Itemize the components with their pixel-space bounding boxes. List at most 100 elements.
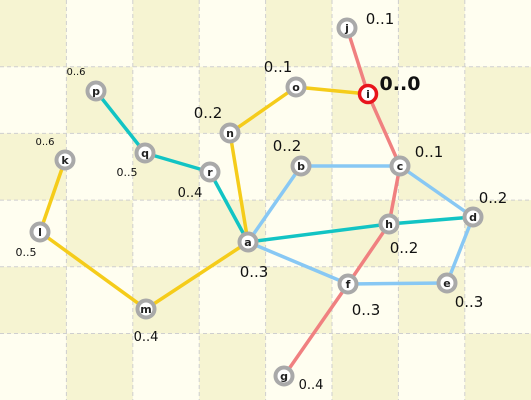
edge-h-d[interactable] [387,215,475,226]
node-j[interactable]: j [336,17,358,39]
node-value-d: 0..2 [479,189,508,207]
node-d[interactable]: d [462,206,484,228]
node-value-h: 0..2 [390,239,419,257]
node-circle [462,206,484,228]
node-letter: c [397,160,404,173]
node-circle [285,76,307,98]
node-value-j: 0..1 [366,10,395,28]
node-circle [336,17,358,39]
node-value-o: 0..1 [264,58,293,76]
grid-cell [332,333,399,400]
edge-i-c[interactable] [366,92,402,168]
edge-q-r[interactable] [143,151,212,174]
node-value-f: 0..3 [352,301,381,319]
edge-a-h[interactable] [246,222,391,244]
node-circle [337,273,359,295]
node-circle [29,221,51,243]
node-value-m: 0..4 [134,330,159,345]
node-value-g: 0..4 [299,378,324,393]
node-n[interactable]: n [219,122,241,144]
node-g[interactable]: g [273,365,295,387]
node-letter: f [346,278,351,291]
edge-o-i[interactable] [294,85,370,96]
grid-cell [464,66,531,134]
node-o[interactable]: o [285,76,307,98]
node-c[interactable]: c [389,155,411,177]
node-e[interactable]: e [436,272,458,294]
edge-p-q[interactable] [94,89,147,155]
node-circle [85,80,107,102]
node-circle [436,272,458,294]
node-letter: q [141,147,149,160]
node-f[interactable]: f [337,273,359,295]
edge-d-e[interactable] [445,215,475,285]
edge-n-o[interactable] [228,85,298,135]
edge-e-f[interactable] [346,281,449,286]
node-k[interactable]: k [54,149,76,171]
node-circle [389,155,411,177]
node-value-l: 0..5 [16,246,37,259]
grid-cell [66,333,133,400]
edge-k-l[interactable] [38,158,67,234]
nodes: j i o p q n k b c r d h l a f e m g [29,17,484,387]
edge-f-g[interactable] [282,282,350,378]
edge-a-b[interactable] [246,164,303,244]
node-circle [357,83,379,105]
edge-l-m[interactable] [38,230,148,311]
node-circle [219,122,241,144]
edge-a-n[interactable] [228,131,250,244]
node-value-q: 0..5 [117,166,138,179]
node-value-r: 0..4 [178,186,203,201]
node-a[interactable]: a [237,231,259,253]
node-circle [273,365,295,387]
node-b[interactable]: b [290,155,312,177]
node-value-p: 0..6 [66,67,85,78]
node-r[interactable]: r [199,161,221,183]
edge-j-i[interactable] [345,26,370,96]
edge-h-f[interactable] [346,222,391,286]
grid-cell [0,266,67,334]
node-i[interactable]: i [357,83,379,105]
node-circle [237,231,259,253]
node-letter: i [366,88,370,101]
node-letter: n [226,127,234,140]
node-value-n: 0..2 [194,104,223,122]
node-circle [290,155,312,177]
edge-m-a[interactable] [144,240,250,311]
node-letter: d [469,211,477,224]
node-circle [199,161,221,183]
node-circle [134,142,156,164]
node-letter: p [92,85,100,98]
node-circle [378,213,400,235]
node-letter: h [385,218,393,231]
grid-cell [132,0,200,67]
grid-cell [0,133,67,201]
node-letter: m [140,303,151,316]
node-circle [54,149,76,171]
node-letter: o [292,81,300,94]
node-letter: a [244,236,251,249]
grid-cell [265,0,332,67]
node-letter: b [297,160,305,173]
node-h[interactable]: h [378,213,400,235]
grid-cell [398,0,465,67]
node-value-e: 0..3 [455,293,484,311]
node-q[interactable]: q [134,142,156,164]
node-letter: g [280,370,288,383]
grid-cell [66,200,133,267]
node-l[interactable]: l [29,221,51,243]
edge-f-a[interactable] [246,240,350,286]
node-value-i: 0..0 [380,73,421,95]
edge-r-a[interactable] [208,170,250,244]
grid-cell [199,333,266,400]
node-m[interactable]: m [135,298,157,320]
node-letter: j [344,22,349,35]
edge-c-d[interactable] [398,164,475,219]
node-value-c: 0..1 [415,143,444,161]
node-value-b: 0..2 [273,137,302,155]
node-p[interactable]: p [85,80,107,102]
node-letter: e [443,277,450,290]
